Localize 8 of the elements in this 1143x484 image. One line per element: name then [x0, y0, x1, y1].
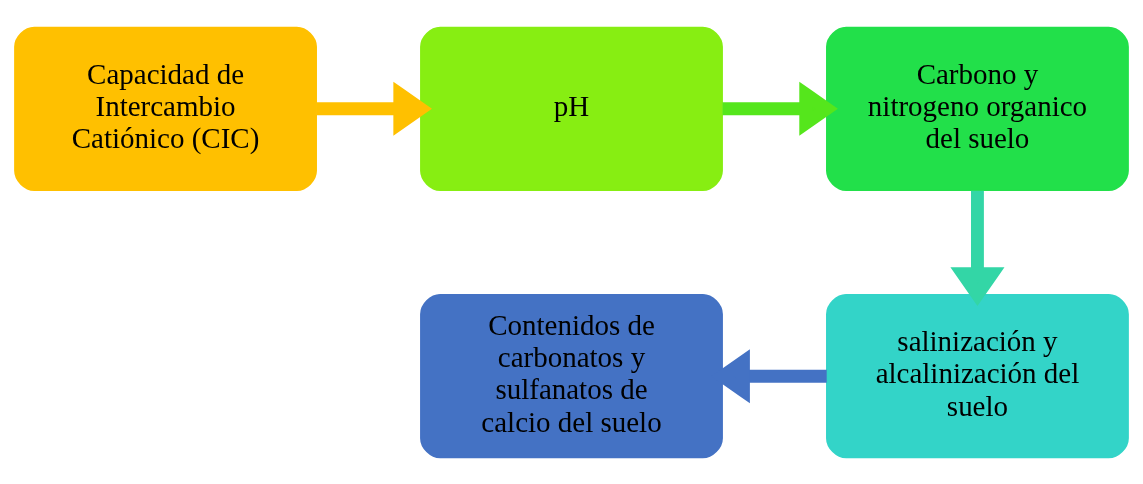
- node-box: pH: [420, 26, 723, 191]
- arrow: [316, 81, 432, 136]
- arrow: [722, 81, 838, 136]
- arrow: [950, 190, 1005, 306]
- node-box: Contenidos de carbonatos y sulfanatos de calcio del suelo: [420, 293, 723, 458]
- node-box: Carbono y nitrogeno organico del suelo: [826, 26, 1129, 191]
- node-box: salinización y alcalinización del suelo: [826, 293, 1129, 458]
- node-box: Capacidad de Intercambio Catiónico (CIC): [14, 26, 317, 191]
